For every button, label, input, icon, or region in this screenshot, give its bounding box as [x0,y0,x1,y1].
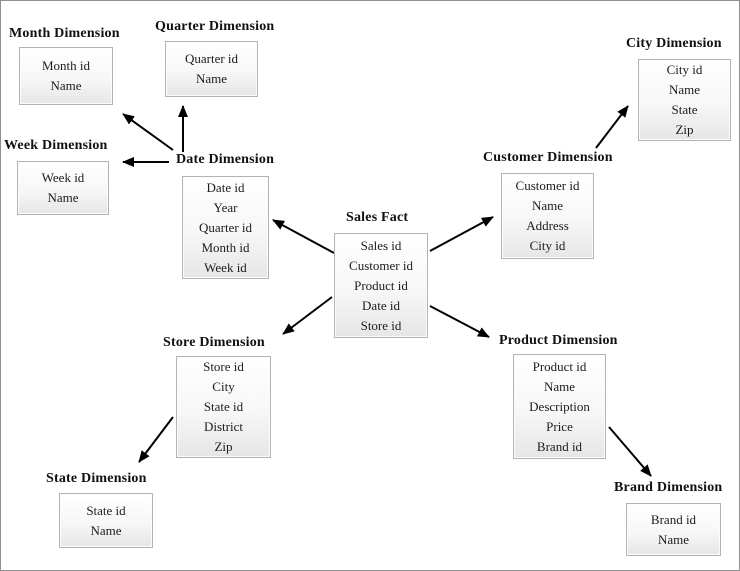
arrow-sales-to-store [282,296,333,335]
table-title-sales-fact: Sales Fact [346,210,409,225]
table-field: Name [531,198,564,213]
table-field: Date id [206,179,245,195]
table-field: Quarter id [198,219,253,235]
table-field: Store id [203,359,244,374]
table-field: Name [90,522,122,538]
table-field: Name [668,82,701,97]
table-field: City id [666,62,703,77]
table-field: State [671,102,698,117]
table-field: Name [195,71,228,86]
table-field: Customer id [349,257,413,273]
table-field: Name [543,378,576,394]
arrow-store-to-state [138,416,174,463]
table-field: City [212,379,235,394]
table-title-date: Date Dimension [176,152,275,167]
table-box-brand: Brand id Name [626,503,721,556]
table-field: Date id [362,297,400,313]
table-field: Sales id [360,237,402,253]
table-field: Brand id [650,511,697,527]
table-field: Product id [354,277,408,293]
table-field: Price [546,418,573,434]
table-title-month: Month Dimension [9,26,120,41]
arrow-sales-to-date [272,219,335,254]
arrow-sales-to-product [429,305,490,338]
table-field: Week id [204,259,247,275]
table-field: Brand id [536,438,583,454]
table-field: Week id [41,170,85,185]
table-field: Address [526,218,569,233]
table-title-quarter: Quarter Dimension [155,19,275,34]
table-title-brand: Brand Dimension [614,480,723,495]
arrow-date-to-month [122,113,174,151]
table-field: Name [50,78,82,93]
table-field: Store id [360,317,402,333]
arrow-customer-to-city [595,105,629,149]
table-box-sales-fact: Sales id Customer id Product id Date id Stor… [334,233,428,338]
table-box-state: State id Name [59,493,153,548]
arrow-product-to-brand [608,426,652,477]
table-field: Zip [214,439,233,454]
table-box-month: Month id Name [19,47,113,105]
table-field: Product id [532,358,587,374]
table-field: Year [213,199,238,215]
table-box-week: Week id Name [17,161,109,215]
table-field: City id [529,238,566,253]
table-field: State id [203,399,244,414]
table-field: Name [657,531,690,547]
table-field: Month id [41,58,91,73]
table-field: Customer id [515,178,580,193]
table-field: State id [86,502,126,518]
table-field: District [204,419,243,434]
table-title-week: Week Dimension [4,138,108,153]
table-title-city: City Dimension [626,36,722,51]
table-field: Description [529,398,590,414]
table-title-product: Product Dimension [499,333,618,348]
table-title-state: State Dimension [46,471,147,486]
table-title-store: Store Dimension [163,335,265,350]
table-field: Month id [201,239,250,255]
table-field: Zip [675,122,694,137]
arrow-sales-to-customer [429,216,494,252]
table-box-quarter: Quarter id Name [165,41,258,97]
table-field: Name [47,190,79,205]
table-field: Quarter id [184,51,239,66]
table-title-customer: Customer Dimension [483,150,613,165]
